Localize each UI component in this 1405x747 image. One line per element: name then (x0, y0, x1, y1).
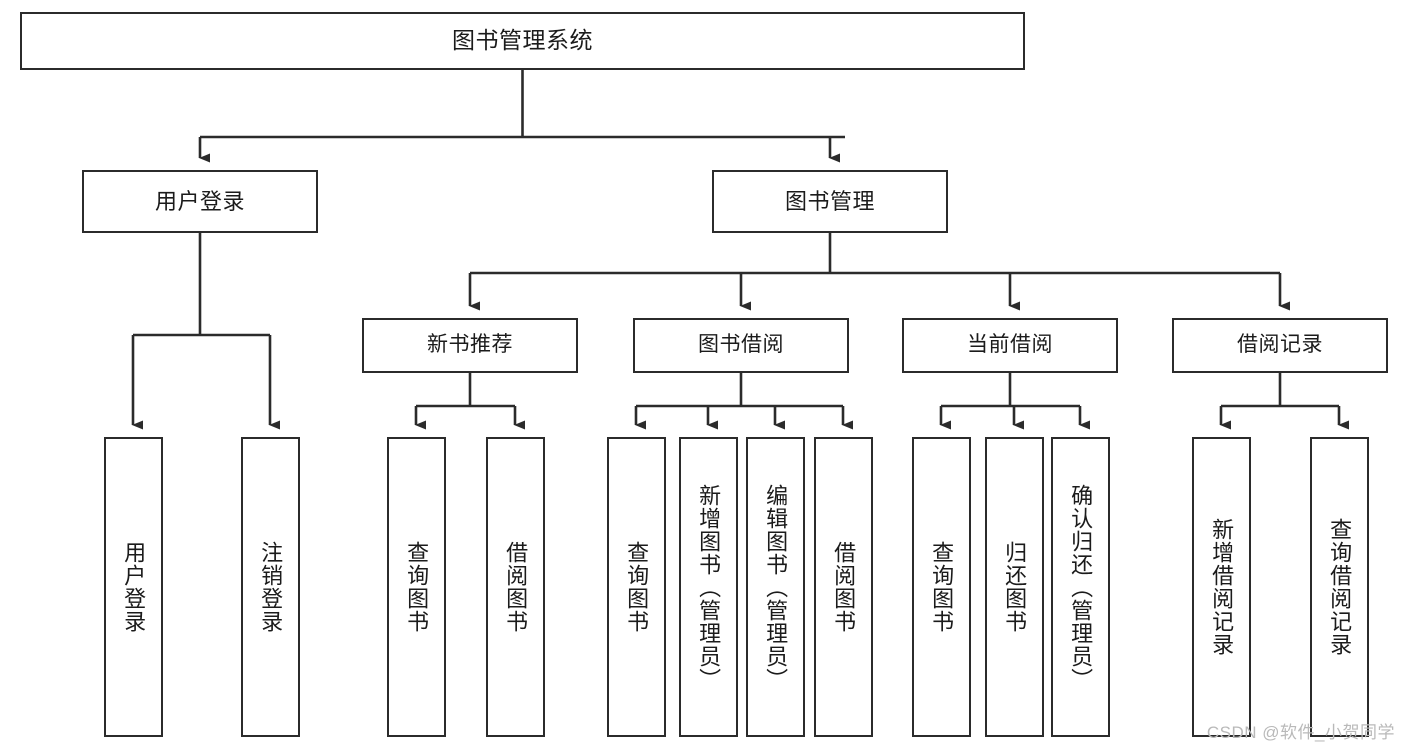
node-root-system-label: 图书管理系统 (452, 27, 593, 54)
leaf-borrow-add-book-admin[interactable]: 新增图书（管理员） (679, 437, 738, 737)
leaf-borrow-lend-book[interactable]: 借阅图书 (814, 437, 873, 737)
node-user-login[interactable]: 用户登录 (82, 170, 318, 233)
leaf-user-login[interactable]: 用户登录 (104, 437, 163, 737)
leaf-user-login-label: 用户登录 (121, 541, 147, 633)
node-book-borrow[interactable]: 图书借阅 (633, 318, 849, 373)
leaf-current-query-book[interactable]: 查询图书 (912, 437, 971, 737)
leaf-record-query-borrow-record[interactable]: 查询借阅记录 (1310, 437, 1369, 737)
leaf-current-return-book-label: 归还图书 (1002, 541, 1028, 633)
node-new-book-recommend[interactable]: 新书推荐 (362, 318, 578, 373)
leaf-newbook-borrow-book[interactable]: 借阅图书 (486, 437, 545, 737)
node-book-management-label: 图书管理 (784, 188, 875, 214)
leaf-user-logout[interactable]: 注销登录 (241, 437, 300, 737)
leaf-user-logout-label: 注销登录 (258, 541, 284, 633)
leaf-current-confirm-return-admin-label: 确认归还（管理员） (1068, 483, 1094, 691)
leaf-record-query-borrow-record-label: 查询借阅记录 (1327, 518, 1353, 656)
leaf-borrow-edit-book-admin-label: 编辑图书（管理员） (763, 483, 789, 691)
leaf-current-query-book-label: 查询图书 (929, 541, 955, 633)
node-current-borrow-label: 当前借阅 (967, 333, 1053, 357)
leaf-current-return-book[interactable]: 归还图书 (985, 437, 1044, 737)
leaf-borrow-add-book-admin-label: 新增图书（管理员） (696, 483, 722, 691)
node-borrow-record-label: 借阅记录 (1237, 333, 1323, 357)
node-book-management[interactable]: 图书管理 (712, 170, 948, 233)
node-borrow-record[interactable]: 借阅记录 (1172, 318, 1388, 373)
node-user-login-label: 用户登录 (154, 188, 245, 214)
leaf-newbook-query-book-label: 查询图书 (404, 541, 430, 633)
leaf-record-add-borrow-record[interactable]: 新增借阅记录 (1192, 437, 1251, 737)
leaf-current-confirm-return-admin[interactable]: 确认归还（管理员） (1051, 437, 1110, 737)
node-current-borrow[interactable]: 当前借阅 (902, 318, 1118, 373)
leaf-borrow-lend-book-label: 借阅图书 (831, 541, 857, 633)
node-new-book-recommend-label: 新书推荐 (427, 333, 513, 357)
csdn-watermark: CSDN @软件_小贺同学 (1206, 723, 1395, 742)
leaf-borrow-edit-book-admin[interactable]: 编辑图书（管理员） (746, 437, 805, 737)
node-book-borrow-label: 图书借阅 (698, 333, 784, 357)
leaf-newbook-borrow-book-label: 借阅图书 (503, 541, 529, 633)
node-root-system[interactable]: 图书管理系统 (20, 12, 1025, 70)
leaf-newbook-query-book[interactable]: 查询图书 (387, 437, 446, 737)
leaf-borrow-query-book-label: 查询图书 (624, 541, 650, 633)
leaf-record-add-borrow-record-label: 新增借阅记录 (1209, 518, 1235, 656)
leaf-borrow-query-book[interactable]: 查询图书 (607, 437, 666, 737)
